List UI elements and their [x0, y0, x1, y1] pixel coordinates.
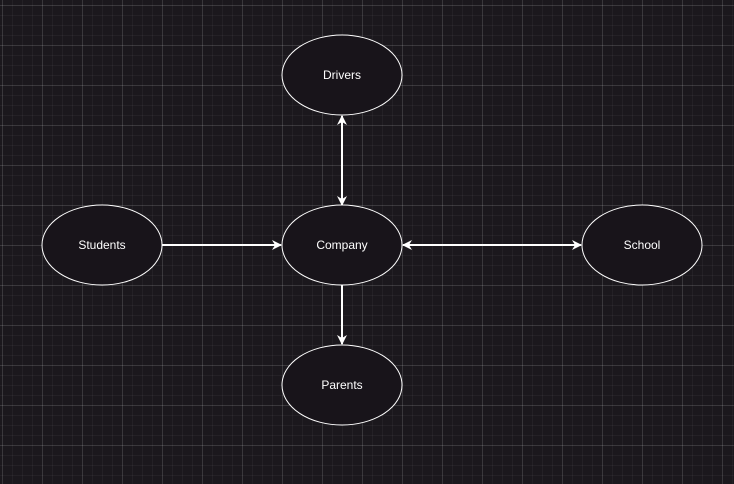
- node-drivers[interactable]: Drivers: [281, 34, 403, 116]
- node-parents[interactable]: Parents: [281, 344, 403, 426]
- node-drivers-label: Drivers: [323, 68, 361, 82]
- node-school-label: School: [624, 238, 661, 252]
- node-students[interactable]: Students: [41, 204, 163, 286]
- node-school[interactable]: School: [581, 204, 703, 286]
- node-parents-label: Parents: [321, 378, 362, 392]
- node-company-label: Company: [316, 238, 367, 252]
- node-students-label: Students: [78, 238, 125, 252]
- node-company[interactable]: Company: [281, 204, 403, 286]
